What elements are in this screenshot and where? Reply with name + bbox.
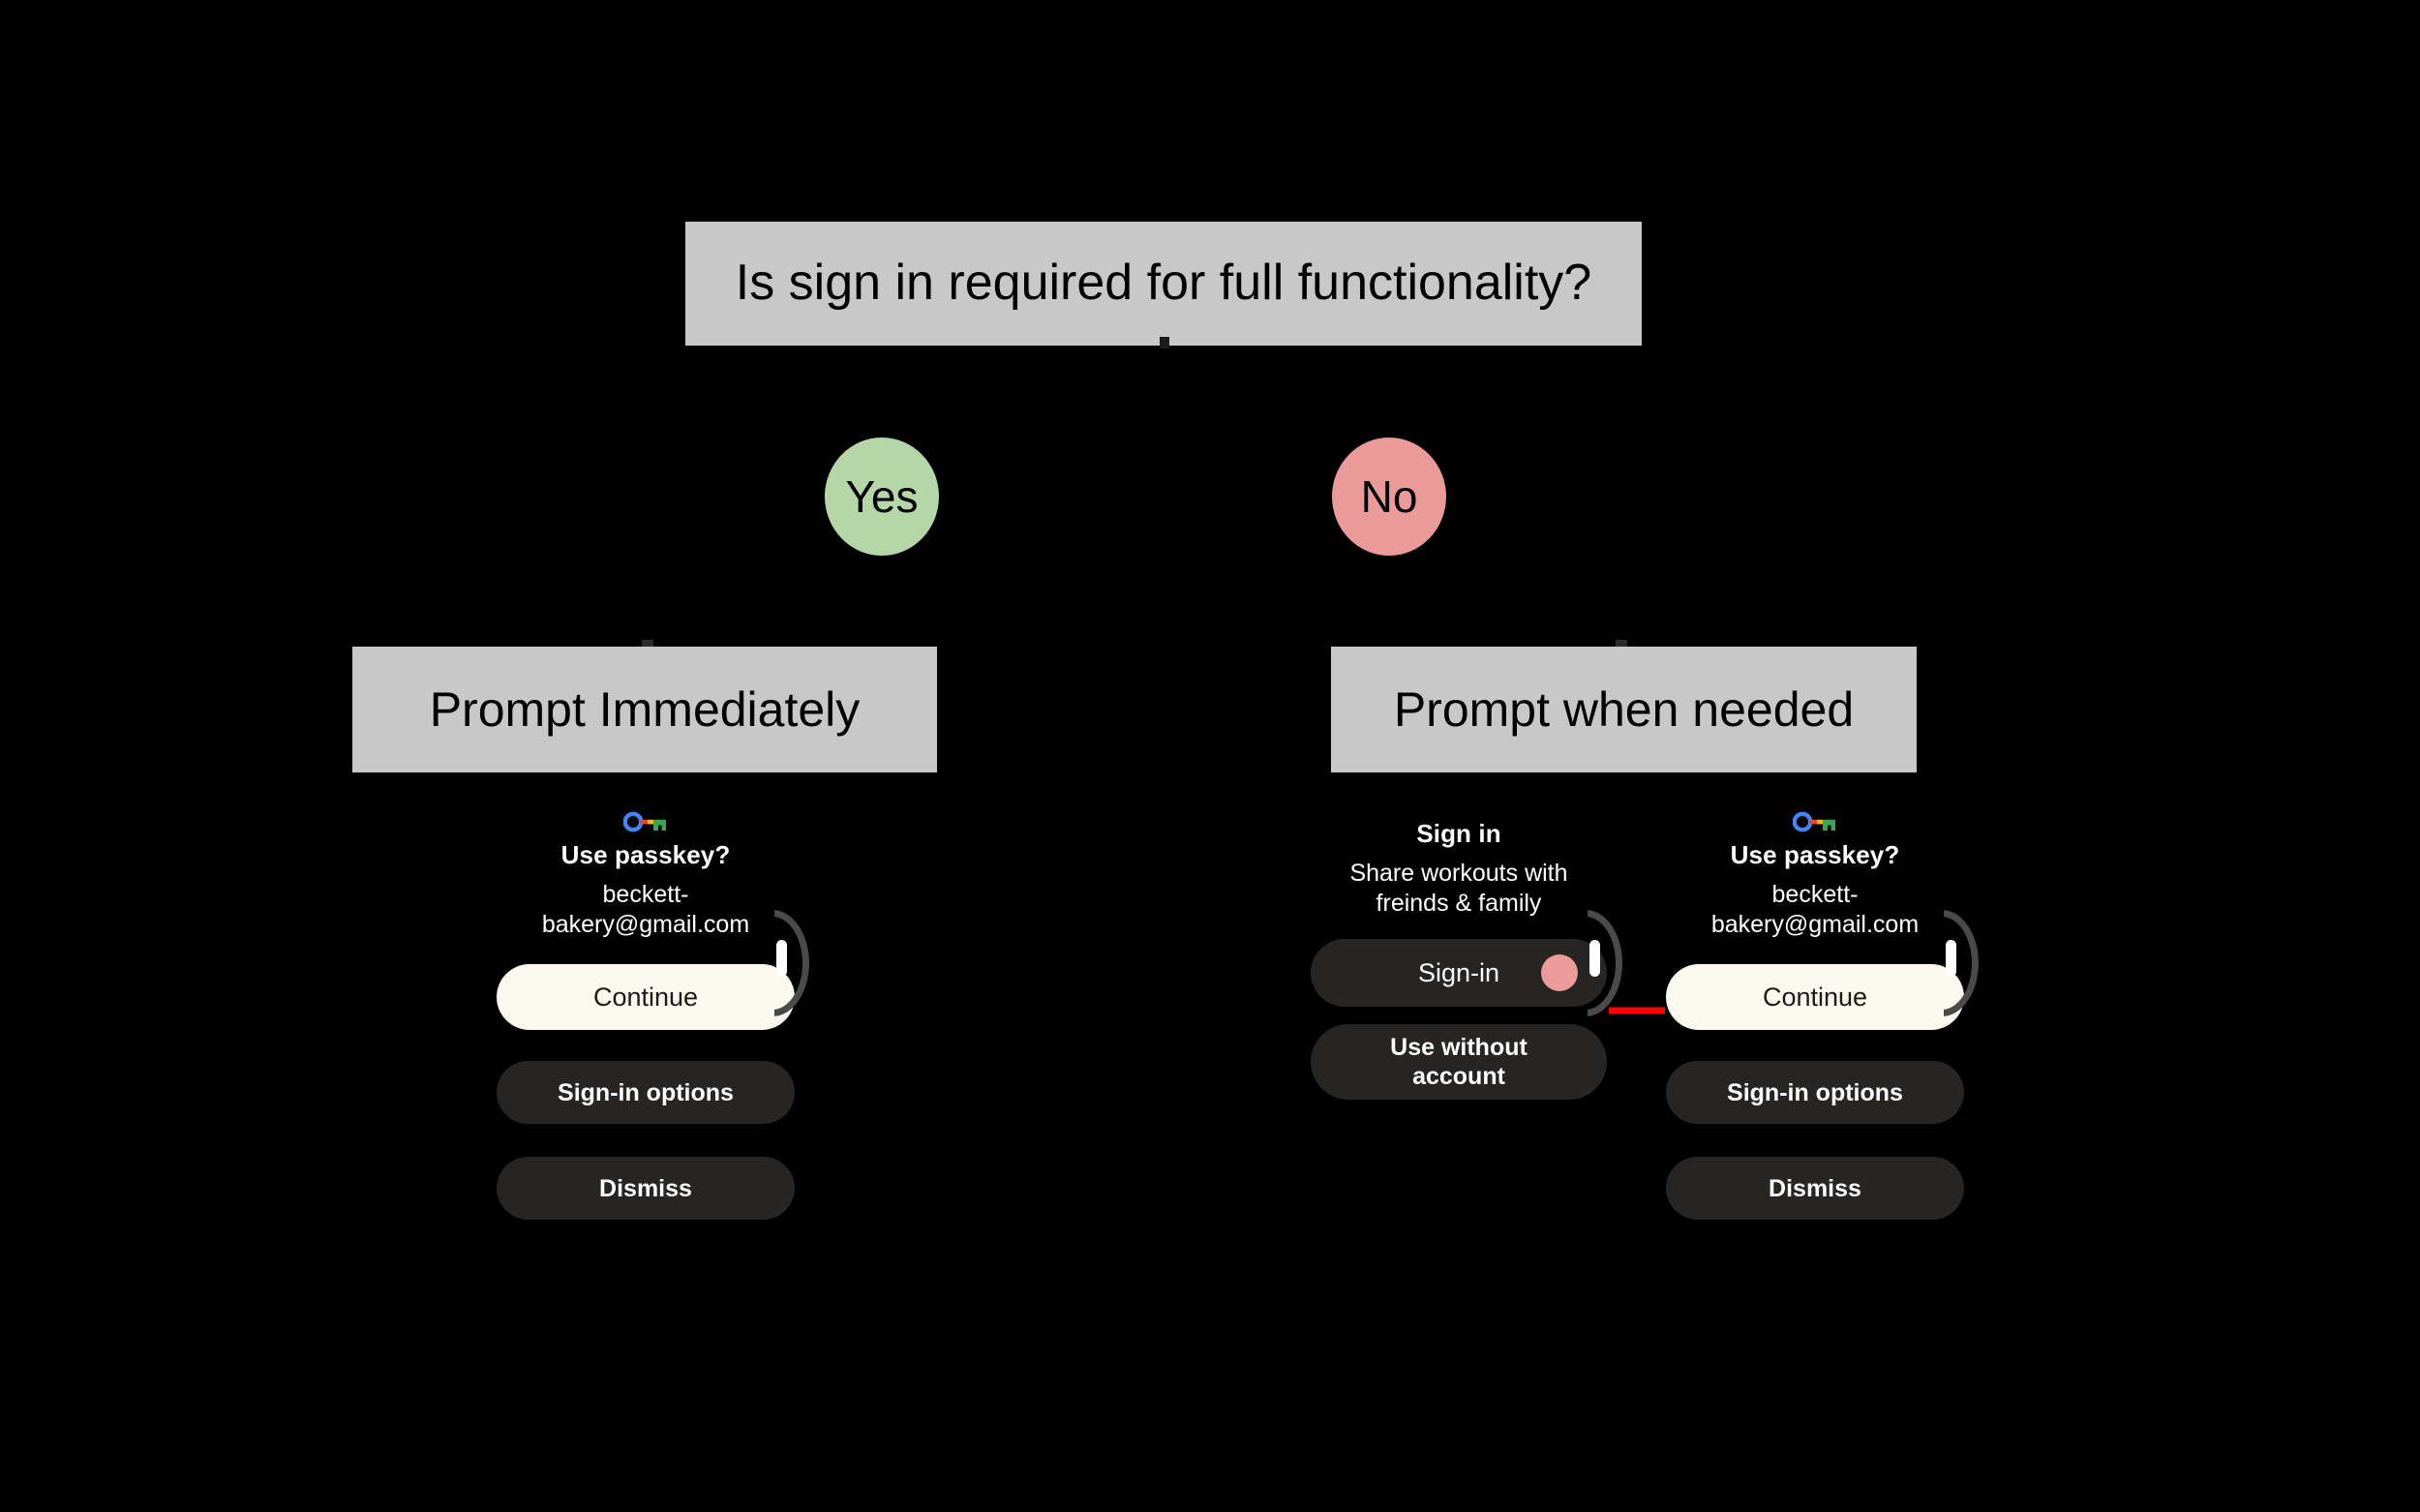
sign-in-options-button[interactable]: Sign-in options — [1666, 1061, 1964, 1124]
decision-question-box: Is sign in required for full functionali… — [685, 222, 1642, 346]
mockup-left-passkey: Use passkey? beckett- bakery@gmail.com C… — [496, 811, 796, 1220]
dismiss-button[interactable]: Dismiss — [1666, 1157, 1964, 1220]
continue-button[interactable]: Continue — [497, 964, 795, 1030]
scroll-thumb[interactable] — [1946, 940, 1956, 977]
branch-node-yes: Yes — [825, 438, 939, 556]
outcome-box-prompt-immediately: Prompt Immediately — [352, 647, 937, 772]
scroll-thumb[interactable] — [776, 940, 787, 977]
connector-stub-right — [1616, 640, 1627, 650]
mockup-right-passkey: Use passkey? beckett- bakery@gmail.com C… — [1665, 811, 1965, 1220]
connector-stub-left — [642, 640, 653, 650]
sign-in-button[interactable]: Sign-in — [1311, 939, 1607, 1007]
middle-scroll-indicator[interactable] — [1588, 910, 1626, 1016]
use-without-account-button[interactable]: Use without account — [1311, 1024, 1607, 1100]
sign-in-status-dot — [1541, 954, 1578, 991]
mockup-left-title: Use passkey? — [560, 840, 731, 869]
mockup-middle-title: Sign in — [1416, 819, 1501, 848]
branch-node-no: No — [1332, 438, 1446, 556]
right-scroll-indicator[interactable] — [1944, 910, 1982, 1016]
mockup-right-subtitle: beckett- bakery@gmail.com — [1710, 881, 1920, 938]
mockup-middle-subtitle: Share workouts with freinds & family — [1349, 860, 1568, 917]
dismiss-button[interactable]: Dismiss — [497, 1157, 795, 1220]
continue-button[interactable]: Continue — [1666, 964, 1964, 1030]
scroll-thumb[interactable] — [1589, 940, 1600, 977]
sign-in-options-button[interactable]: Sign-in options — [497, 1061, 795, 1124]
google-passkey-icon — [623, 811, 666, 832]
left-scroll-indicator[interactable] — [774, 910, 813, 1016]
google-passkey-icon — [1793, 811, 1835, 832]
mockup-middle-signin: Sign in Share workouts with freinds & fa… — [1311, 819, 1607, 1100]
sign-in-button-label: Sign-in — [1417, 957, 1500, 987]
outcome-box-prompt-when-needed: Prompt when needed — [1331, 647, 1917, 772]
mockup-left-subtitle: beckett- bakery@gmail.com — [541, 881, 750, 938]
connector-stub-question — [1160, 337, 1169, 348]
mockup-right-title: Use passkey? — [1730, 840, 1900, 869]
